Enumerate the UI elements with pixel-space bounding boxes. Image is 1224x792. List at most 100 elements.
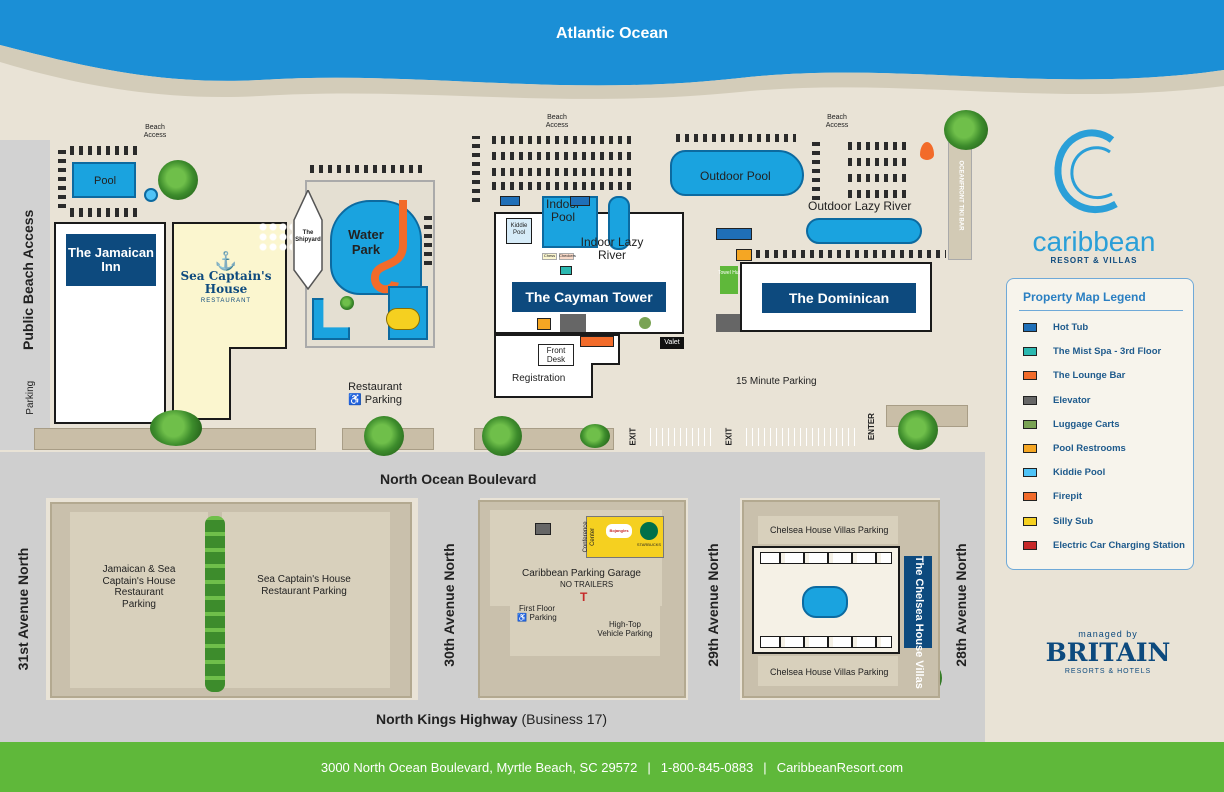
exit-label-2: EXIT xyxy=(724,427,734,446)
water-slide xyxy=(363,200,413,296)
shipyard-label: The Shipyard xyxy=(295,230,321,243)
outdoor-pool xyxy=(670,150,804,196)
legend-item: Elevator xyxy=(1023,395,1091,406)
legend-item: Hot Tub xyxy=(1023,322,1088,333)
starbucks-label: STARBUCKS xyxy=(636,542,662,547)
palm-tree xyxy=(898,410,938,450)
kings-hwy-road xyxy=(0,700,985,742)
legend-item: The Mist Spa - 3rd Floor xyxy=(1023,346,1161,357)
palm-tree xyxy=(482,416,522,456)
footer-website-link[interactable]: CaribbeanResort.com xyxy=(776,759,904,775)
restroom-icon-outdoor xyxy=(736,249,752,261)
legend-item-label: Electric Car Charging Station xyxy=(1053,539,1185,551)
jamaican-inn-label: The Jamaican Inn xyxy=(66,234,156,286)
kings-hwy-label: North Kings Highway (Business 17) xyxy=(376,711,607,727)
legend-swatch-icon xyxy=(1023,419,1037,429)
garage-inner-low xyxy=(510,606,660,656)
legend-item-label: Kiddie Pool xyxy=(1053,467,1106,479)
footer-phone[interactable]: 1-800-845-0883 xyxy=(660,759,754,775)
ave30-label: 30th Avenue North xyxy=(441,543,457,667)
front-desk-box xyxy=(538,344,574,366)
parking-stripes-2 xyxy=(746,428,858,446)
legend-item-label: Elevator xyxy=(1053,394,1091,406)
dominican-chairs-mid2 xyxy=(848,158,908,166)
palm-tree xyxy=(150,410,202,446)
silly-sub-icon xyxy=(386,308,420,330)
chelsea-label: The Chelsea House Villas xyxy=(904,556,932,689)
cayman-chairs-3 xyxy=(492,168,632,176)
palm-tree xyxy=(944,110,988,150)
cayman-chairs-2 xyxy=(492,152,632,160)
conference-label: Conference Center xyxy=(583,521,596,553)
palm-tree xyxy=(340,296,354,310)
legend-swatch-icon xyxy=(1023,540,1037,550)
first-floor-label: First Floor ♿ Parking xyxy=(516,604,558,622)
dominican-chairs-mid3 xyxy=(848,174,908,182)
lot-jamaican-left xyxy=(70,512,208,688)
ev-charging-icon: T xyxy=(580,590,588,604)
legend-swatch-icon xyxy=(1023,395,1037,405)
anchor-icon: ⚓ xyxy=(214,251,238,271)
lot-jamaican-right xyxy=(222,512,390,688)
palm-tree xyxy=(158,160,198,200)
elevator-garage xyxy=(535,523,551,535)
jamaican-chairs-bottom xyxy=(70,208,140,217)
lot-jamaican-label: Jamaican & Sea Captain's House Restauran… xyxy=(102,564,176,610)
tiki-bar xyxy=(948,142,972,260)
legend-item: Luggage Carts xyxy=(1023,419,1120,430)
jamaican-pool-label: Pool xyxy=(94,175,117,187)
water-park-label: Water Park xyxy=(348,227,384,257)
restaurant-parking-word: Parking xyxy=(364,393,403,406)
restaurant-parking-label: Restaurant ♿ Parking xyxy=(340,381,410,406)
no-trailers-label: NO TRAILERS xyxy=(560,580,614,589)
first-floor-line2: ♿ Parking xyxy=(516,613,558,622)
lot-sea-captain-label: Sea Captain's House Restaurant Parking xyxy=(257,574,351,597)
ocean-label: Atlantic Ocean xyxy=(555,25,669,42)
elevator-cayman xyxy=(560,314,586,332)
dominican-chairs-mid4 xyxy=(848,190,908,198)
footer-sep: | xyxy=(763,759,767,775)
towel-hut xyxy=(720,266,738,294)
accessible-icon: ♿ xyxy=(517,613,528,623)
legend-swatch-icon xyxy=(1023,347,1037,357)
water-park-chairs-right xyxy=(424,215,432,265)
enter-label: ENTER xyxy=(866,413,876,441)
legend-title: Property Map Legend xyxy=(1023,290,1146,304)
outdoor-lazy-river-label: Outdoor Lazy River xyxy=(808,199,912,213)
palm-tree xyxy=(580,424,610,448)
ave29-label: 29th Avenue North xyxy=(705,543,721,667)
caribbean-brand-name: caribbean xyxy=(1032,226,1156,257)
cayman-chairs-side xyxy=(472,136,480,202)
public-beach-label: Public Beach Access xyxy=(20,209,36,350)
chelsea-parking-top xyxy=(758,516,898,544)
ocean: Atlantic Ocean xyxy=(0,0,1224,110)
caribbean-brand-sub: RESORT & VILLAS xyxy=(1050,256,1138,265)
beach-access-label-3: Beach Access xyxy=(825,114,849,130)
legend-item-label: The Mist Spa - 3rd Floor xyxy=(1053,346,1162,358)
legend-rule xyxy=(1019,310,1183,311)
kings-hwy-note: (Business 17) xyxy=(521,711,608,727)
legend-swatch-icon xyxy=(1023,371,1037,381)
dominican-label: The Dominican xyxy=(762,283,916,313)
legend-item: Firepit xyxy=(1023,491,1082,502)
kiddie-pool-label: Kiddie Pool xyxy=(510,223,528,236)
ocean-blvd-label: North Ocean Boulevard xyxy=(380,471,537,487)
dominican-chairs-row xyxy=(756,250,946,258)
footer: 3000 North Ocean Boulevard, Myrtle Beach… xyxy=(0,742,1224,792)
registration-building[interactable] xyxy=(494,334,624,398)
dominican-chairs-mid xyxy=(848,142,908,150)
chelsea-parking-bottom-label: Chelsea House Villas Parking xyxy=(770,667,889,677)
britain-logo: BRITAIN xyxy=(1045,638,1171,667)
hot-tub-cayman-1 xyxy=(500,196,520,206)
exit-label-1: EXIT xyxy=(628,427,638,446)
elevator-dominican xyxy=(716,314,740,332)
legend-item: Electric Car Charging Station xyxy=(1023,540,1185,551)
chelsea-parking-top-label: Chelsea House Villas Parking xyxy=(770,525,889,535)
first-floor-word: Parking xyxy=(529,613,557,623)
garage-label: Caribbean Parking Garage xyxy=(522,568,641,579)
jamaican-chairs-top xyxy=(70,146,140,155)
sea-captain-logo: ⚓ Sea Captain's House RESTAURANT xyxy=(180,252,272,322)
indoor-lazy-river-channel xyxy=(608,196,630,250)
registration-label: Registration xyxy=(512,373,566,384)
